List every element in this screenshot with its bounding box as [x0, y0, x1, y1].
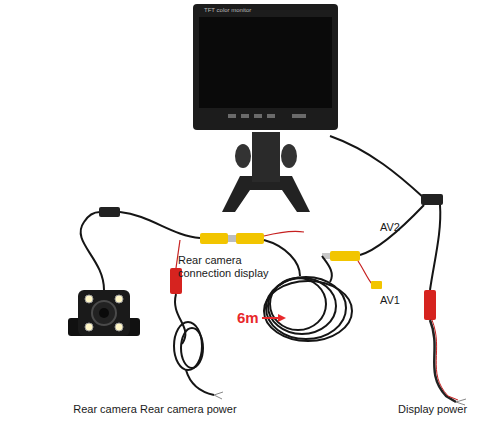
bare-wire-end	[214, 392, 223, 399]
av1-wire	[358, 261, 372, 284]
power-button	[292, 114, 306, 118]
stand-knob	[281, 144, 297, 168]
display-power-wire	[432, 320, 458, 400]
camera-led	[115, 323, 123, 331]
cable-coil	[264, 281, 352, 341]
camera-led	[85, 295, 93, 303]
stand-knob	[235, 144, 251, 168]
brand-text: TFT color monitor	[204, 7, 294, 14]
monitor-button	[241, 114, 249, 118]
monitor-button	[254, 114, 262, 118]
signal-label: AV1	[380, 294, 420, 307]
rca-connector	[236, 233, 264, 244]
rca-connector	[200, 233, 228, 244]
display-power-cable	[430, 205, 440, 290]
camera-led	[85, 323, 93, 331]
part-label: Display power	[398, 403, 488, 416]
length-arrow	[262, 317, 280, 319]
cable-splitter	[421, 194, 443, 205]
cable-coil	[270, 278, 326, 330]
monitor-button	[267, 114, 275, 118]
monitor-screen	[199, 17, 332, 108]
stand-neck	[252, 132, 280, 182]
camera-lens-center	[99, 308, 109, 318]
av1-connector	[371, 281, 382, 289]
camera-body	[78, 290, 130, 336]
camera-cable	[81, 212, 104, 290]
trigger-wire	[264, 231, 304, 236]
monitor-body	[193, 4, 338, 130]
video-cable	[360, 205, 424, 255]
signal-label: AV2	[380, 221, 420, 234]
part-label: Rear camera	[60, 403, 150, 416]
monitor-button	[228, 114, 236, 118]
part-label: Rear camera power	[140, 403, 270, 416]
length-arrowhead	[278, 314, 286, 322]
dimension-label: 6m	[237, 309, 267, 326]
connector-tip	[228, 235, 236, 242]
part-label: Rear camera connection display	[178, 254, 283, 279]
cable-coil	[181, 328, 203, 368]
camera-lens	[92, 301, 116, 325]
camera-cable	[120, 212, 200, 238]
extension-cable	[322, 256, 332, 282]
cable-coil	[268, 278, 336, 334]
display-cable	[330, 136, 424, 198]
cable-coil	[174, 322, 202, 370]
extension-cable	[264, 240, 300, 276]
camera-power-wire	[186, 370, 214, 395]
camera-cable-joint	[99, 207, 120, 217]
display-power-plug	[424, 290, 436, 320]
av2-connector	[330, 251, 360, 261]
camera-led	[115, 295, 123, 303]
